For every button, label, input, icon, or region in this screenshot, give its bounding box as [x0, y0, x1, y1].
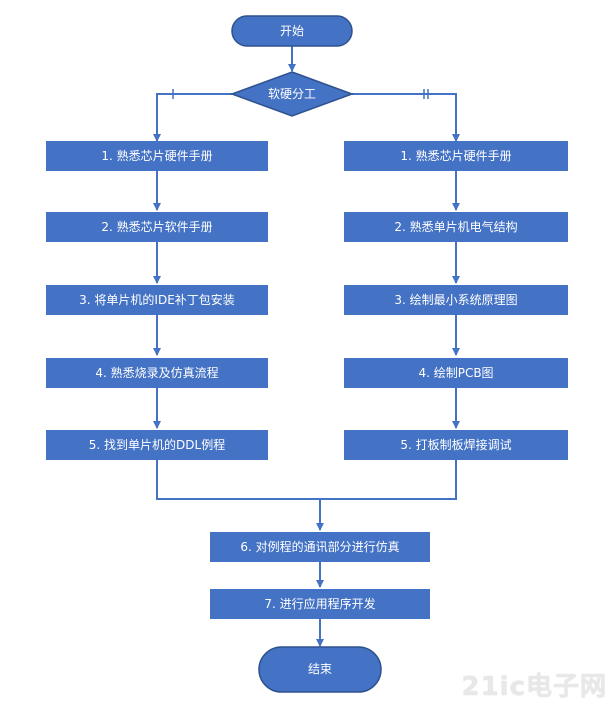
end-node: 结束 — [258, 646, 382, 693]
left-step-3: 3. 将单片机的IDE补丁包安装 — [79, 292, 235, 307]
left-branch: 1. 熟悉芯片硬件手册 2. 熟悉芯片软件手册 3. 将单片机的IDE补丁包安装… — [46, 141, 268, 460]
decision-node: 软硬分工 — [229, 71, 355, 117]
watermark-logo: 21ic电子网 — [461, 672, 607, 702]
connectors — [153, 46, 460, 647]
left-step-5-box — [46, 430, 268, 460]
left-step-4: 4. 熟悉烧录及仿真流程 — [95, 365, 218, 380]
right-step-4-box — [344, 358, 568, 388]
merged-step-7-box — [210, 589, 430, 619]
right-step-1: 1. 熟悉芯片硬件手册 — [400, 148, 511, 163]
merged-step-7: 7. 进行应用程序开发 — [264, 596, 375, 611]
left-step-1: 1. 熟悉芯片硬件手册 — [101, 148, 212, 163]
edge-decision-left — [153, 93, 232, 142]
edge-decision-right — [352, 93, 460, 142]
left-step-2-box — [46, 212, 268, 242]
decision-label: 软硬分工 — [268, 87, 316, 101]
left-step-4-box — [46, 358, 268, 388]
right-step-2-box — [344, 212, 568, 242]
right-step-2: 2. 熟悉单片机电气结构 — [394, 219, 517, 234]
start-label: 开始 — [280, 24, 304, 38]
end-label: 结束 — [308, 662, 332, 676]
left-step-1-box — [46, 141, 268, 171]
left-step-3-box — [46, 285, 268, 315]
right-step-3: 3. 绘制最小系统原理图 — [394, 292, 517, 307]
right-step-3-box — [344, 285, 568, 315]
edge-right-merge — [320, 460, 457, 500]
merged-step-6: 6. 对例程的通讯部分进行仿真 — [240, 539, 399, 554]
left-step-2: 2. 熟悉芯片软件手册 — [101, 219, 212, 234]
merged-step-6-box — [210, 532, 430, 562]
right-branch: 1. 熟悉芯片硬件手册 2. 熟悉单片机电气结构 3. 绘制最小系统原理图 4.… — [344, 141, 568, 460]
left-step-5: 5. 找到单片机的DDL例程 — [89, 437, 225, 452]
merged-steps: 6. 对例程的通讯部分进行仿真 7. 进行应用程序开发 — [210, 532, 430, 619]
right-step-5-box — [344, 430, 568, 460]
right-step-1-box — [344, 141, 568, 171]
right-step-5: 5. 打板制板焊接调试 — [400, 437, 511, 452]
right-step-4: 4. 绘制PCB图 — [418, 365, 493, 380]
start-node: 开始 — [231, 15, 353, 47]
edge-left-merge — [156, 460, 320, 500]
